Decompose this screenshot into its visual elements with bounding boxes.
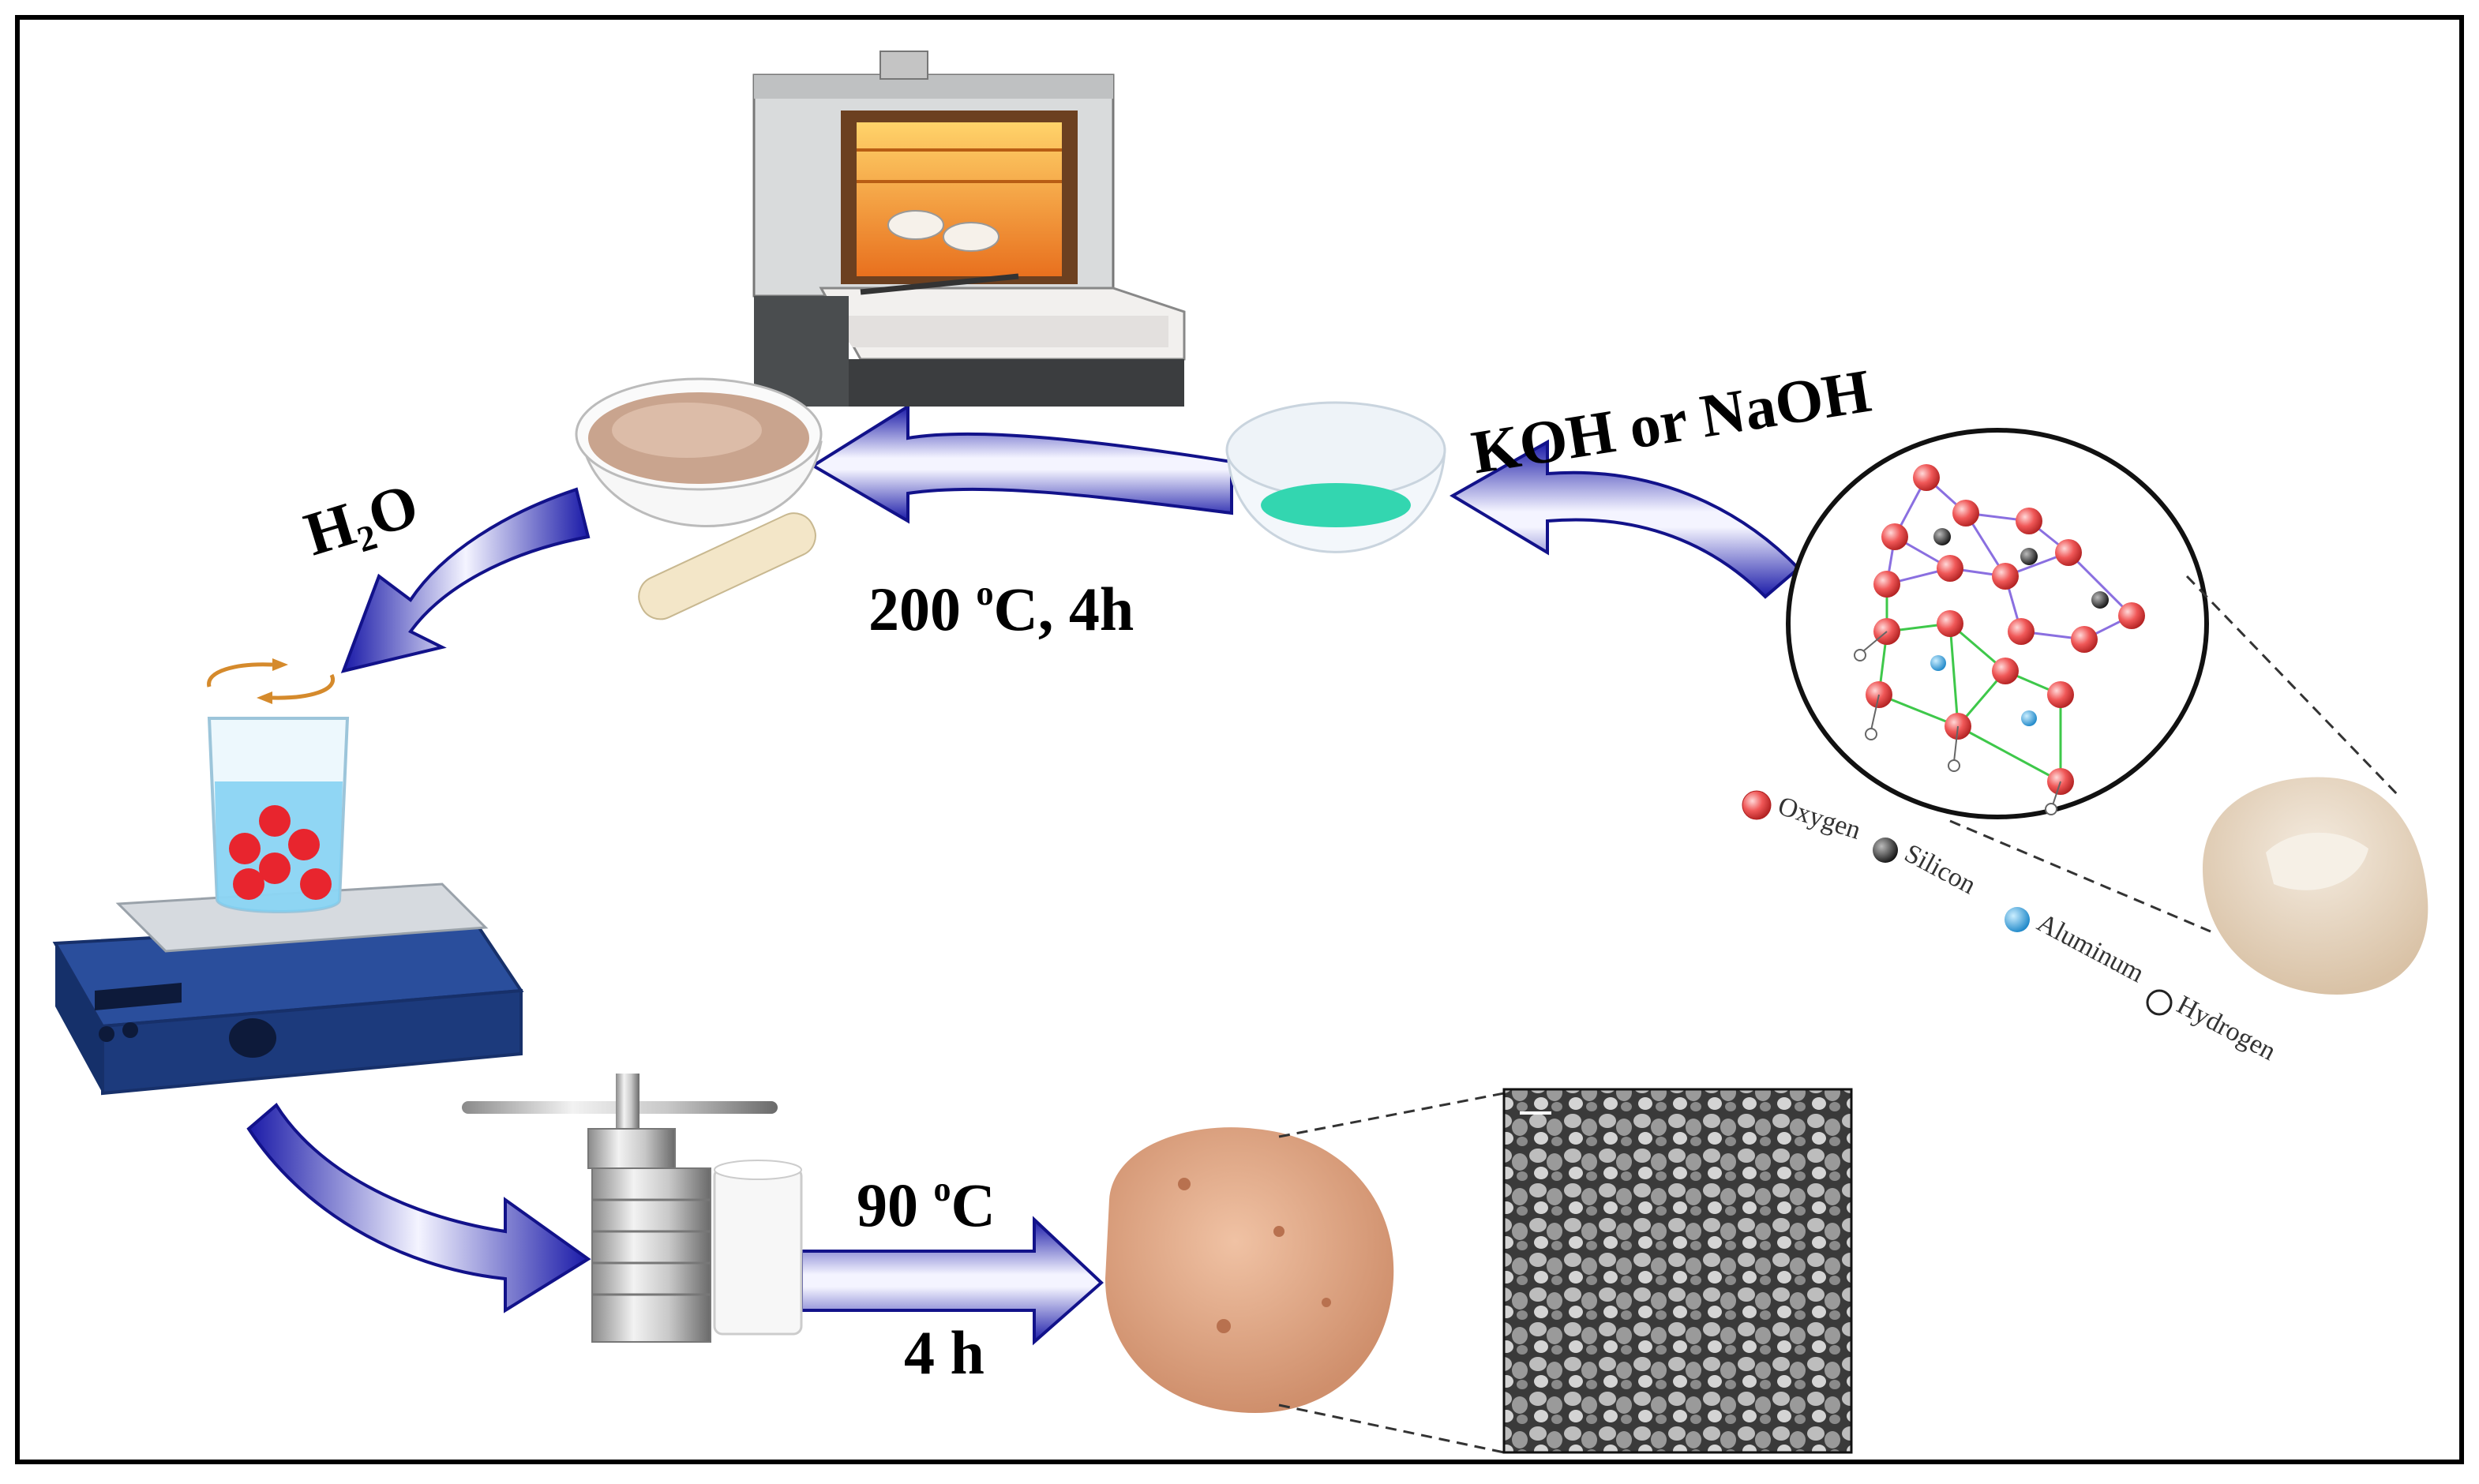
hydrothermal-time-label: 4 h <box>904 1318 984 1387</box>
arrow-to-autoclave <box>246 1102 591 1313</box>
legend-aluminum-marker <box>2005 907 2030 932</box>
hotplate-stirrer <box>52 883 524 1096</box>
kaolin-powder <box>2203 777 2428 995</box>
crucible <box>1225 401 1446 553</box>
sem-image <box>1502 1088 1853 1454</box>
arrow-to-beaker <box>340 487 591 673</box>
sem-zoom-line-upper <box>1278 1092 1505 1138</box>
zoom-line-lower <box>1949 819 2211 933</box>
stir-rotation-icon <box>207 658 335 704</box>
arrow-to-bowl <box>810 403 1233 524</box>
product-powder <box>1105 1127 1394 1413</box>
legend-hydrogen-label: Hydrogen <box>2172 990 2280 1066</box>
particle <box>229 833 261 864</box>
mortar-bowl <box>575 377 823 620</box>
hydrothermal-temp-label: 90 oC <box>857 1170 996 1239</box>
muffle-furnace <box>752 51 1186 407</box>
degree-sup: o <box>976 574 994 613</box>
legend-oxygen-label: Oxygen <box>1775 791 1865 845</box>
degree-sup: o <box>933 1170 951 1209</box>
arrow-to-crucible <box>1450 439 1801 599</box>
particle <box>233 868 264 900</box>
oxygen-atoms <box>1866 464 2145 795</box>
autoclave <box>462 1074 803 1343</box>
beaker <box>207 717 350 913</box>
legend-silicon-marker <box>1873 838 1898 863</box>
particle <box>300 868 332 900</box>
legend-silicon-label: Silicon <box>1900 838 1980 900</box>
crystal-structure <box>1786 428 2209 819</box>
zoom-line-upper <box>2185 575 2402 799</box>
sem-zoom-line-lower <box>1278 1403 1505 1454</box>
particle <box>259 853 291 884</box>
particle <box>259 805 291 837</box>
legend-hydrogen-marker <box>2146 989 2173 1016</box>
arrow-to-product <box>800 1216 1104 1346</box>
particle <box>288 829 320 860</box>
legend-oxygen-marker <box>1742 790 1772 820</box>
legend-aluminum-label: Aluminum <box>2032 908 2148 988</box>
calcination-label: 200 oC, 4h <box>868 574 1134 643</box>
outer-frame <box>15 15 2464 1464</box>
